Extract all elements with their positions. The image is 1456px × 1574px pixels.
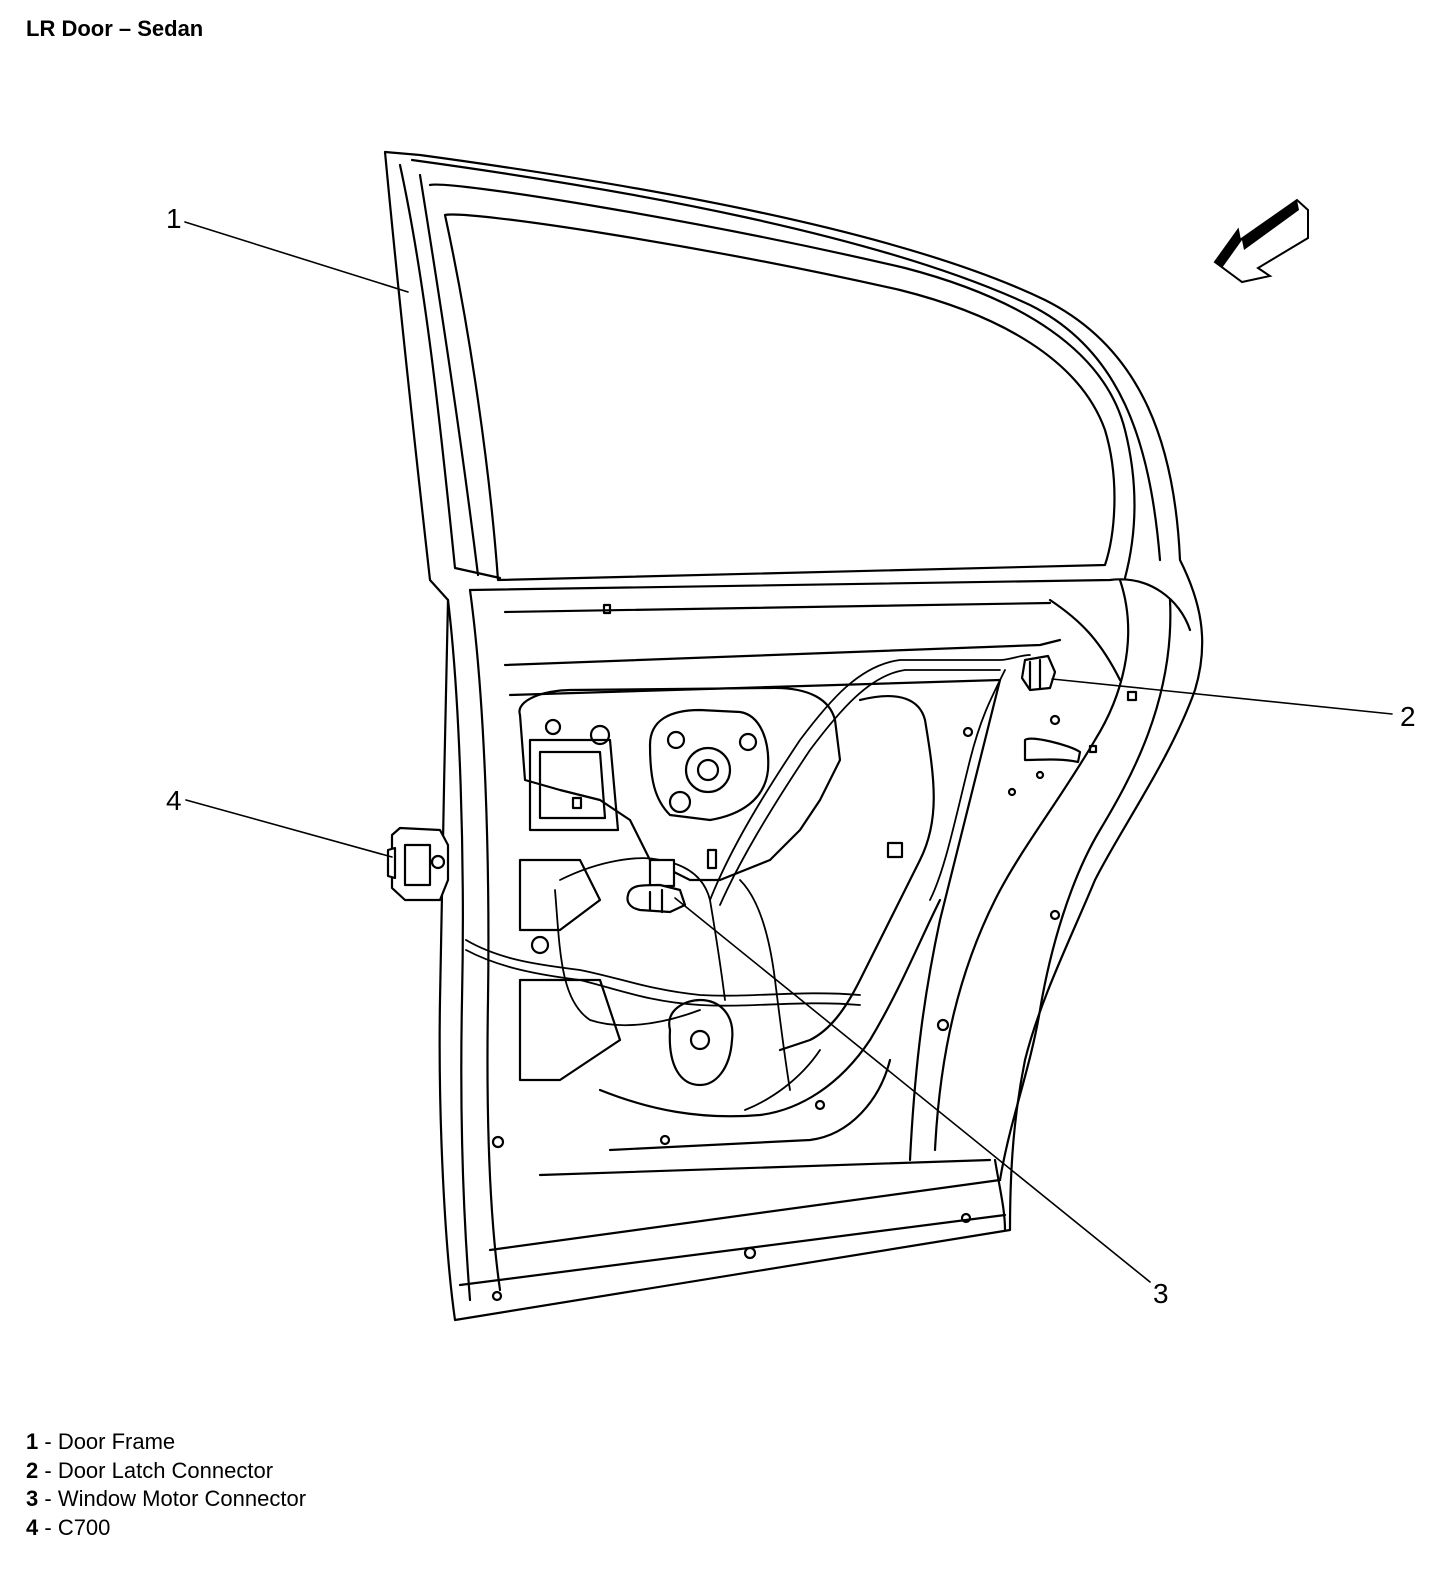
leader-line-2 — [1051, 678, 1393, 715]
legend-label: Window Motor Connector — [57, 1486, 307, 1511]
legend: 1 - Door Frame 2 - Door Latch Connector … — [26, 1428, 306, 1542]
legend-separator: - — [38, 1486, 58, 1511]
legend-separator: - — [38, 1457, 58, 1483]
legend-item: 1 - Door Frame — [26, 1428, 306, 1457]
legend-item: 3 - Window Motor Connector — [26, 1485, 306, 1514]
legend-item: 2 - Door Latch Connector — [26, 1457, 306, 1486]
window-motor-connector — [626, 858, 687, 914]
legend-number: 2 — [26, 1457, 39, 1483]
front-direction-arrow-icon — [1213, 198, 1309, 284]
legend-number: 3 — [26, 1486, 39, 1511]
c700-connector — [386, 826, 450, 902]
legend-label: Door Latch Connector — [57, 1457, 274, 1483]
leader-line-3 — [674, 897, 1151, 1283]
leader-line-4 — [185, 799, 393, 858]
legend-separator: - — [38, 1429, 58, 1454]
legend-label: Door Frame — [57, 1429, 176, 1454]
inner-panel — [491, 603, 1138, 1302]
legend-label: C700 — [57, 1514, 111, 1540]
legend-number: 4 — [26, 1514, 39, 1540]
callout-4: 4 — [166, 785, 182, 816]
legend-separator: - — [38, 1514, 58, 1540]
leader-lines — [184, 221, 1393, 1283]
door-frame — [383, 150, 1204, 1322]
legend-number: 1 — [26, 1429, 39, 1454]
callout-2: 2 — [1400, 701, 1416, 732]
leader-line-1 — [184, 221, 409, 293]
callout-3: 3 — [1153, 1278, 1169, 1309]
wire-harness — [465, 654, 1031, 1111]
legend-item: 4 - C700 — [26, 1514, 306, 1543]
door-latch-connector — [1020, 654, 1057, 692]
callout-1: 1 — [166, 203, 182, 234]
diagram-title: LR Door – Sedan — [26, 16, 204, 41]
